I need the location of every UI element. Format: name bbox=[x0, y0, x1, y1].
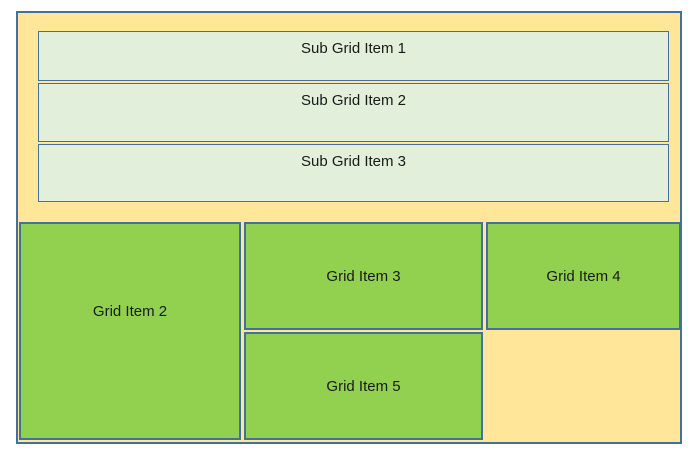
sub-grid-item-1: Sub Grid Item 1 bbox=[38, 31, 669, 81]
sub-grid-item-3: Sub Grid Item 3 bbox=[38, 144, 669, 202]
sub-grid-item-2: Sub Grid Item 2 bbox=[38, 83, 669, 142]
grid-item-4: Grid Item 4 bbox=[486, 222, 681, 330]
main-grid: Grid Item 2 Grid Item 3 Grid Item 4 Grid… bbox=[19, 222, 681, 440]
sub-grid-container: Sub Grid Item 1 Sub Grid Item 2 Sub Grid… bbox=[38, 31, 669, 202]
grid-item-5: Grid Item 5 bbox=[244, 332, 483, 440]
grid-item-2: Grid Item 2 bbox=[19, 222, 241, 440]
grid-item-3: Grid Item 3 bbox=[244, 222, 483, 330]
empty-grid-cell bbox=[486, 332, 681, 440]
grid-container: Sub Grid Item 1 Sub Grid Item 2 Sub Grid… bbox=[16, 11, 682, 444]
